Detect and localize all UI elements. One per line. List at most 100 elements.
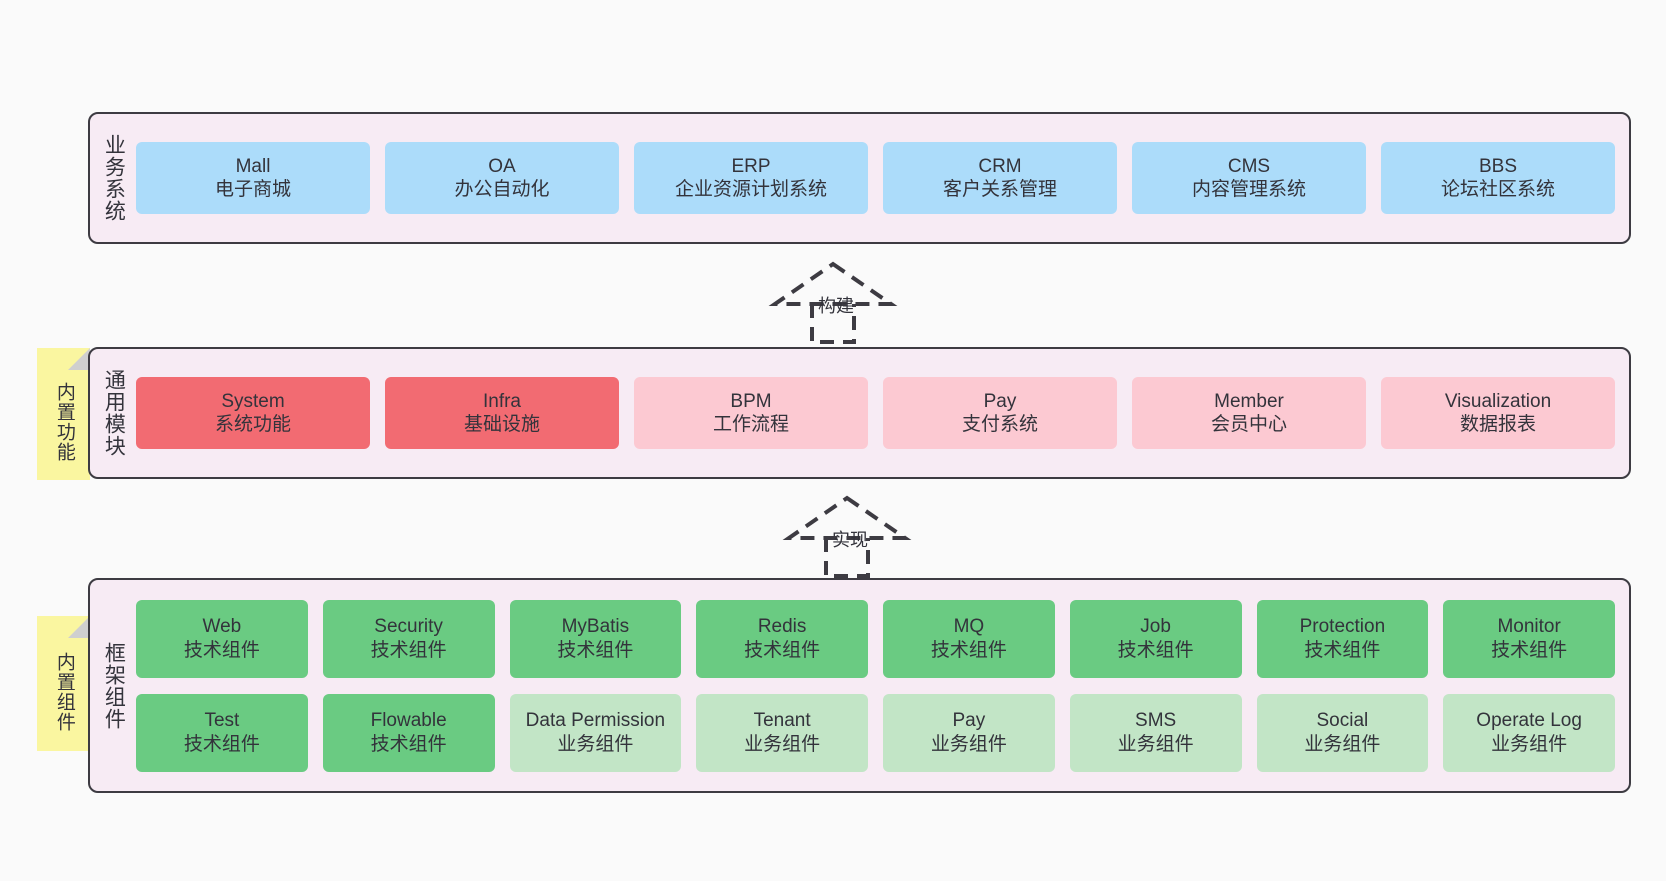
card-security-sub: 技术组件 [370,639,447,661]
card-social-name: Social [1316,710,1369,732]
arrow-implement-icon [782,495,912,578]
card-mq-sub: 技术组件 [930,639,1007,661]
card-pay-component-name: Pay [952,710,986,732]
card-operate-log-name: Operate Log [1476,710,1582,732]
note-built-in-functions: 内置功能 [37,348,90,480]
card-mq[interactable]: MQ 技术组件 [883,599,1055,678]
card-test[interactable]: Test 技术组件 [136,693,308,772]
layer-business-systems-caption: 业务系统 [102,134,126,222]
card-tenant-sub: 业务组件 [744,733,821,755]
arrow-build-icon [768,261,898,344]
card-system[interactable]: System 系统功能 [136,377,370,449]
card-social[interactable]: Social 业务组件 [1256,693,1429,772]
card-oa[interactable]: OA 办公自动化 [385,142,619,214]
card-tenant[interactable]: Tenant 业务组件 [696,693,868,772]
card-mq-name: MQ [953,616,985,638]
card-redis-name: Redis [757,616,807,638]
card-crm-sub: 客户关系管理 [942,179,1057,200]
card-bpm-sub: 工作流程 [712,414,789,435]
card-bbs[interactable]: BBS 论坛社区系统 [1381,142,1615,214]
card-member-sub: 会员中心 [1210,414,1287,435]
card-protection[interactable]: Protection 技术组件 [1256,599,1429,678]
card-test-sub: 技术组件 [183,733,260,755]
framework-tech-row: Web 技术组件 Security 技术组件 MyBatis 技术组件 Redi… [136,599,1615,678]
card-erp-sub: 企业资源计划系统 [674,179,827,200]
card-visualization-name: Visualization [1444,390,1552,412]
card-operate-log[interactable]: Operate Log 业务组件 [1443,693,1615,772]
card-mybatis-sub: 技术组件 [557,639,634,661]
layer-common-modules: 通用模块 System 系统功能 Infra 基础设施 BPM 工作流程 Pay… [88,347,1631,479]
card-job-name: Job [1140,616,1171,638]
card-mall-sub: 电子商城 [214,179,291,200]
common-modules-row: System 系统功能 Infra 基础设施 BPM 工作流程 Pay 支付系统… [136,377,1615,449]
card-data-permission[interactable]: Data Permission 业务组件 [509,693,682,772]
arrow-implement-label: 实现 [832,530,868,550]
card-web-sub: 技术组件 [183,639,260,661]
layer-business-systems-body: Mall 电子商城 OA 办公自动化 ERP 企业资源计划系统 CRM 客户关系… [136,114,1629,242]
card-data-permission-sub: 业务组件 [557,733,634,755]
card-data-permission-name: Data Permission [525,710,666,732]
note-built-in-functions-label: 内置功能 [53,382,75,462]
card-system-sub: 系统功能 [214,414,291,435]
card-protection-name: Protection [1299,616,1386,638]
card-visualization[interactable]: Visualization 数据报表 [1381,377,1615,449]
card-pay-component[interactable]: Pay 业务组件 [883,693,1055,772]
card-monitor[interactable]: Monitor 技术组件 [1443,599,1615,678]
card-web[interactable]: Web 技术组件 [136,599,308,678]
note-built-in-components: 内置组件 [37,616,90,751]
layer-business-systems: 业务系统 Mall 电子商城 OA 办公自动化 ERP 企业资源计划系统 CRM… [88,112,1631,244]
card-oa-name: OA [488,155,516,177]
card-sms-sub: 业务组件 [1117,733,1194,755]
card-cms[interactable]: CMS 内容管理系统 [1132,142,1366,214]
card-flowable[interactable]: Flowable 技术组件 [322,693,495,772]
card-job[interactable]: Job 技术组件 [1069,599,1242,678]
card-web-name: Web [202,616,242,638]
card-pay-module-name: Pay [983,390,1017,412]
card-crm[interactable]: CRM 客户关系管理 [883,142,1117,214]
card-pay-component-sub: 业务组件 [930,733,1007,755]
framework-business-row: Test 技术组件 Flowable 技术组件 Data Permission … [136,693,1615,772]
card-mybatis[interactable]: MyBatis 技术组件 [509,599,682,678]
card-redis[interactable]: Redis 技术组件 [696,599,868,678]
layer-common-modules-body: System 系统功能 Infra 基础设施 BPM 工作流程 Pay 支付系统… [136,349,1629,477]
card-infra-sub: 基础设施 [463,414,540,435]
card-mall-name: Mall [235,155,271,177]
card-mybatis-name: MyBatis [561,616,630,638]
layer-common-modules-caption: 通用模块 [102,369,126,457]
card-protection-sub: 技术组件 [1304,639,1381,661]
card-sms[interactable]: SMS 业务组件 [1069,693,1242,772]
card-infra[interactable]: Infra 基础设施 [385,377,619,449]
card-security[interactable]: Security 技术组件 [322,599,495,678]
card-flowable-sub: 技术组件 [370,733,447,755]
note-built-in-components-label: 内置组件 [53,651,75,732]
card-pay-module[interactable]: Pay 支付系统 [883,377,1117,449]
card-redis-sub: 技术组件 [744,639,821,661]
layer-framework-components-caption: 框架组件 [102,641,126,730]
layer-framework-components: 框架组件 Web 技术组件 Security 技术组件 MyBatis 技术组件… [88,578,1631,793]
card-operate-log-sub: 业务组件 [1491,733,1568,755]
card-security-name: Security [374,616,443,638]
card-infra-name: Infra [482,390,522,412]
card-social-sub: 业务组件 [1304,733,1381,755]
card-member[interactable]: Member 会员中心 [1132,377,1366,449]
card-bpm[interactable]: BPM 工作流程 [634,377,868,449]
card-bpm-name: BPM [730,390,772,412]
card-bbs-sub: 论坛社区系统 [1440,179,1555,200]
card-test-name: Test [204,710,240,732]
card-erp[interactable]: ERP 企业资源计划系统 [634,142,868,214]
card-job-sub: 技术组件 [1117,639,1194,661]
card-bbs-name: BBS [1478,155,1518,177]
card-visualization-sub: 数据报表 [1459,414,1536,435]
card-pay-module-sub: 支付系统 [961,414,1038,435]
arrow-build-label: 构建 [818,296,854,316]
card-sms-name: SMS [1135,710,1177,732]
card-mall[interactable]: Mall 电子商城 [136,142,370,214]
business-systems-row: Mall 电子商城 OA 办公自动化 ERP 企业资源计划系统 CRM 客户关系… [136,142,1615,214]
layer-framework-components-body: Web 技术组件 Security 技术组件 MyBatis 技术组件 Redi… [136,580,1629,791]
card-oa-sub: 办公自动化 [454,179,550,200]
arrow-implement: 实现 [772,492,922,578]
card-cms-sub: 内容管理系统 [1191,179,1306,200]
card-tenant-name: Tenant [753,710,811,732]
card-member-name: Member [1214,390,1284,412]
